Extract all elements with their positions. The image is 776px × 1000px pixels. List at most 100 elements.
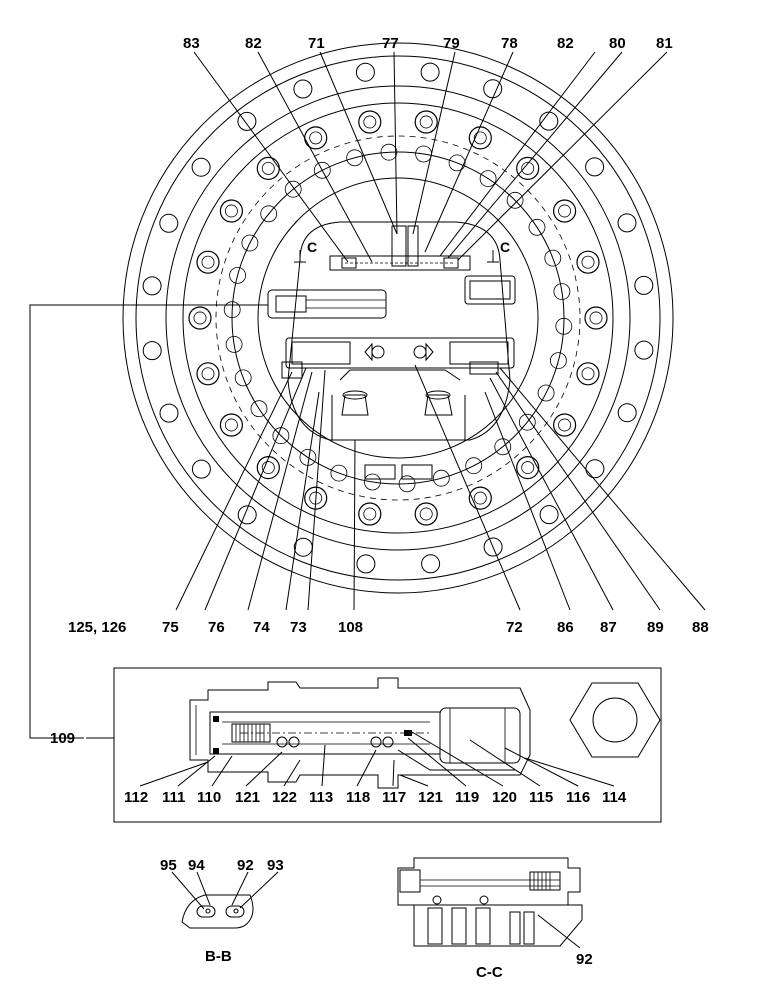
label-117: 117 <box>382 789 406 806</box>
mid-bolt <box>304 126 328 150</box>
outer-bolt-ring <box>142 62 654 574</box>
label-93: 93 <box>267 857 284 874</box>
label-82-right: 82 <box>557 35 574 52</box>
outer-bolt <box>237 111 257 131</box>
label-72: 72 <box>506 619 523 636</box>
mid-bolt-socket <box>558 204 572 218</box>
label-95: 95 <box>160 857 177 874</box>
port-circle <box>448 154 466 172</box>
label-73: 73 <box>290 619 307 636</box>
port-circle <box>234 369 252 387</box>
port-circle <box>528 218 546 236</box>
label-92-bb: 92 <box>237 857 254 874</box>
port-circle <box>229 266 247 284</box>
mid-bolt-socket <box>363 507 377 521</box>
outer-bolt <box>159 213 179 233</box>
mid-bolt-socket <box>201 255 215 269</box>
relief-valve-cartridge <box>189 677 531 789</box>
mid-bolt <box>358 110 382 134</box>
port-circle <box>241 234 259 252</box>
mid-bolt-socket <box>193 311 207 325</box>
label-76: 76 <box>208 619 225 636</box>
label-77: 77 <box>382 35 399 52</box>
mid-bolt-socket <box>558 418 572 432</box>
port-circle <box>330 464 348 482</box>
label-121-right: 121 <box>418 789 443 806</box>
outer-bolt <box>293 79 313 99</box>
outer-bolt <box>356 554 376 574</box>
port-circle <box>479 170 497 188</box>
label-82-left: 82 <box>245 35 262 52</box>
label-114: 114 <box>602 789 627 806</box>
outer-bolt <box>237 505 257 525</box>
section-b-b-view: 95 94 92 93 B-B <box>160 857 284 965</box>
mid-bolt <box>358 502 382 526</box>
detail-part-labels: 112 111 110 121 122 113 118 117 121 119 … <box>124 789 627 806</box>
outer-bolt <box>617 403 637 423</box>
outer-bolt <box>634 340 654 360</box>
port-circle <box>284 180 302 198</box>
mid-bolt <box>219 199 243 223</box>
outer-bolt <box>420 62 440 82</box>
mid-bolt-socket <box>201 367 215 381</box>
label-112: 112 <box>124 789 148 806</box>
label-122: 122 <box>272 789 297 806</box>
mid-bolt-ring <box>188 110 608 526</box>
label-78: 78 <box>501 35 518 52</box>
mid-bolt <box>256 456 280 480</box>
label-115: 115 <box>529 789 553 806</box>
mid-bolt-socket <box>419 507 433 521</box>
detail-109-callout: 109 <box>29 304 662 823</box>
label-79: 79 <box>443 35 460 52</box>
label-116: 116 <box>566 789 590 806</box>
counterbalance-valve-body <box>281 337 515 379</box>
mid-bolt <box>516 156 540 180</box>
label-80: 80 <box>609 35 626 52</box>
outer-bolt <box>539 505 559 525</box>
mid-bolt <box>196 362 220 386</box>
relief-valve-body <box>329 225 471 271</box>
label-125-126: 125, 126 <box>68 619 126 636</box>
piston-group <box>339 369 461 480</box>
section-c-c-title: C-C <box>476 964 503 981</box>
port-circle <box>223 301 241 319</box>
port-circle <box>518 413 536 431</box>
outer-bolt <box>191 157 211 177</box>
mid-bolt-socket <box>581 255 595 269</box>
detail-leader-lines <box>139 731 615 787</box>
label-88: 88 <box>692 619 709 636</box>
mid-bolt <box>468 126 492 150</box>
port-circle <box>313 161 331 179</box>
outer-bolt <box>142 341 162 361</box>
port-circle <box>380 143 398 161</box>
bottom-leader-lines <box>175 364 706 611</box>
outer-bolt <box>617 213 637 233</box>
port-circle <box>537 384 555 402</box>
main-assembly-view: C C <box>122 42 674 594</box>
mid-bolt-socket <box>224 204 238 218</box>
port-circle <box>553 283 571 301</box>
section-c-c-view: 92 C-C <box>397 857 593 981</box>
mid-bolt <box>468 486 492 510</box>
label-108: 108 <box>338 619 363 636</box>
label-87: 87 <box>600 619 617 636</box>
mid-bolt <box>219 413 243 437</box>
mid-bolt <box>256 156 280 180</box>
label-113: 113 <box>309 789 333 806</box>
mid-bolt-socket <box>589 311 603 325</box>
label-110: 110 <box>197 789 221 806</box>
mid-bolt <box>576 250 600 274</box>
mid-bolt-socket <box>261 461 275 475</box>
port-circle <box>432 469 450 487</box>
outer-bolt <box>585 157 605 177</box>
section-c-right-marker: C <box>487 239 510 263</box>
mid-bolt-socket <box>521 161 535 175</box>
port-circle <box>506 191 524 209</box>
hex-nut-end-view <box>569 682 661 758</box>
mid-bolt <box>552 199 577 223</box>
top-leader-lines <box>193 51 668 263</box>
mid-bolt <box>552 413 577 437</box>
port-circle <box>363 473 381 491</box>
port-circle <box>550 352 567 370</box>
